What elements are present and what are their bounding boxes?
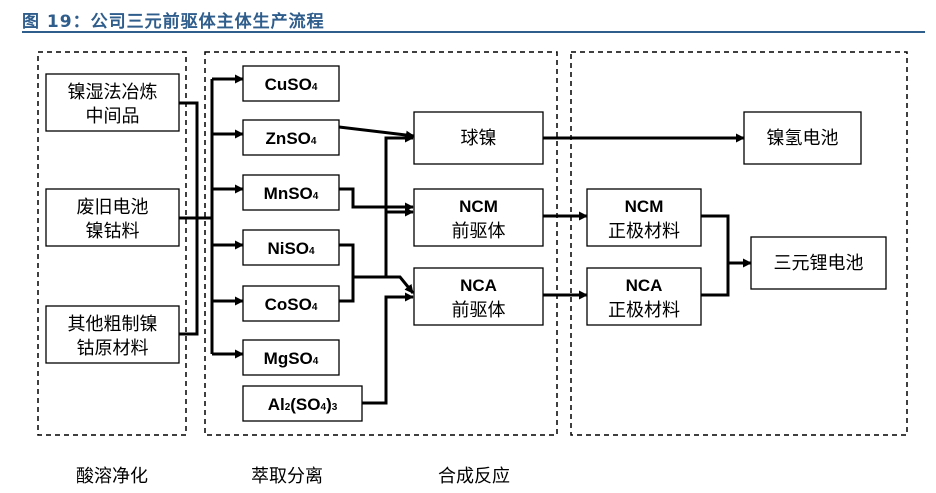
svg-text:镍钴料: 镍钴料 bbox=[86, 221, 140, 242]
svg-text:钴原材料: 钴原材料 bbox=[77, 338, 149, 359]
ncm-cathode-to-battery bbox=[701, 214, 730, 263]
connector-source-1 bbox=[179, 101, 199, 238]
stage-label-synthesis: 合成反应 bbox=[438, 466, 510, 487]
svg-text:MgSO4: MgSO4 bbox=[264, 349, 319, 368]
ni-co-bus bbox=[384, 133, 414, 277]
svg-text:NCA: NCA bbox=[460, 276, 497, 295]
svg-text:MnSO4: MnSO4 bbox=[264, 184, 319, 203]
sulfate-box-coso4: CoSO4 bbox=[242, 285, 340, 322]
svg-text:正极材料: 正极材料 bbox=[608, 300, 680, 321]
precursor-box-nca: NCA 前驱体 bbox=[413, 267, 544, 326]
svg-text:NCM: NCM bbox=[625, 197, 664, 216]
coso4-merge bbox=[339, 277, 355, 303]
precursor-box-ncm: NCM 前驱体 bbox=[413, 188, 544, 247]
connector-source-3 bbox=[179, 218, 199, 336]
svg-text:镍湿法冶炼: 镍湿法冶炼 bbox=[68, 82, 158, 103]
svg-text:NiSO4: NiSO4 bbox=[267, 239, 315, 258]
sulfate-box-mgso4: MgSO4 bbox=[242, 339, 340, 376]
svg-text:三元锂电池: 三元锂电池 bbox=[774, 253, 864, 274]
figure-header: 图 19：公司三元前驱体主体生产流程 bbox=[0, 0, 936, 34]
znso4-to-ball-nickel bbox=[338, 125, 415, 140]
section-frame-acid-dissolution bbox=[37, 51, 187, 436]
svg-text:中间品: 中间品 bbox=[86, 106, 140, 127]
ni-co-to-nca bbox=[372, 275, 415, 294]
source-box-nickel-hydromet: 镍湿法冶炼 中间品 bbox=[45, 73, 180, 132]
svg-text:其他粗制镍: 其他粗制镍 bbox=[68, 314, 158, 335]
section-frame-extraction bbox=[204, 51, 558, 436]
svg-text:CoSO4: CoSO4 bbox=[265, 295, 318, 314]
svg-text:废旧电池: 废旧电池 bbox=[77, 197, 149, 218]
sulfate-box-niso4: NiSO4 bbox=[242, 229, 340, 266]
svg-text:镍氢电池: 镍氢电池 bbox=[767, 128, 839, 149]
sulfate-box-mnso4: MnSO4 bbox=[242, 174, 340, 211]
connectors bbox=[179, 74, 752, 405]
stage-label-acid-dissolution: 酸溶净化 bbox=[76, 466, 148, 487]
battery-box-nimh: 镍氢电池 bbox=[743, 111, 862, 165]
sulfate-box-al2so43: Al2(SO4)3 bbox=[242, 385, 363, 422]
source-box-crude-materials: 其他粗制镍 钴原材料 bbox=[45, 305, 180, 364]
cathode-box-ncm: NCM 正极材料 bbox=[586, 188, 702, 247]
svg-text:前驱体: 前驱体 bbox=[452, 300, 506, 321]
source-box-spent-battery: 废旧电池 镍钴料 bbox=[45, 188, 180, 247]
sulfate-box-znso4: ZnSO4 bbox=[242, 119, 340, 156]
cathode-box-nca: NCA 正极材料 bbox=[586, 267, 702, 326]
sulfate-box-cuso4: CuSO4 bbox=[242, 65, 340, 102]
stage-label-extraction: 萃取分离 bbox=[251, 466, 323, 487]
section-frame-synthesis bbox=[570, 51, 908, 436]
svg-text:球镍: 球镍 bbox=[461, 128, 497, 149]
nca-cathode-to-battery bbox=[701, 263, 730, 297]
title-underline bbox=[22, 31, 925, 33]
al-to-nca bbox=[362, 292, 414, 405]
svg-text:Al2(SO4)3: Al2(SO4)3 bbox=[268, 395, 338, 414]
mnso4-to-ncm bbox=[339, 187, 414, 212]
niso4-merge bbox=[339, 243, 372, 279]
svg-text:NCA: NCA bbox=[626, 276, 663, 295]
precursor-box-ball-nickel: 球镍 bbox=[413, 111, 544, 165]
svg-text:CuSO4: CuSO4 bbox=[265, 75, 318, 94]
svg-text:NCM: NCM bbox=[459, 197, 498, 216]
figure-title: 图 19：公司三元前驱体主体生产流程 bbox=[22, 12, 325, 32]
svg-text:前驱体: 前驱体 bbox=[452, 221, 506, 242]
svg-text:ZnSO4: ZnSO4 bbox=[266, 129, 317, 148]
battery-box-ternary-li: 三元锂电池 bbox=[750, 236, 887, 290]
svg-text:正极材料: 正极材料 bbox=[608, 221, 680, 242]
